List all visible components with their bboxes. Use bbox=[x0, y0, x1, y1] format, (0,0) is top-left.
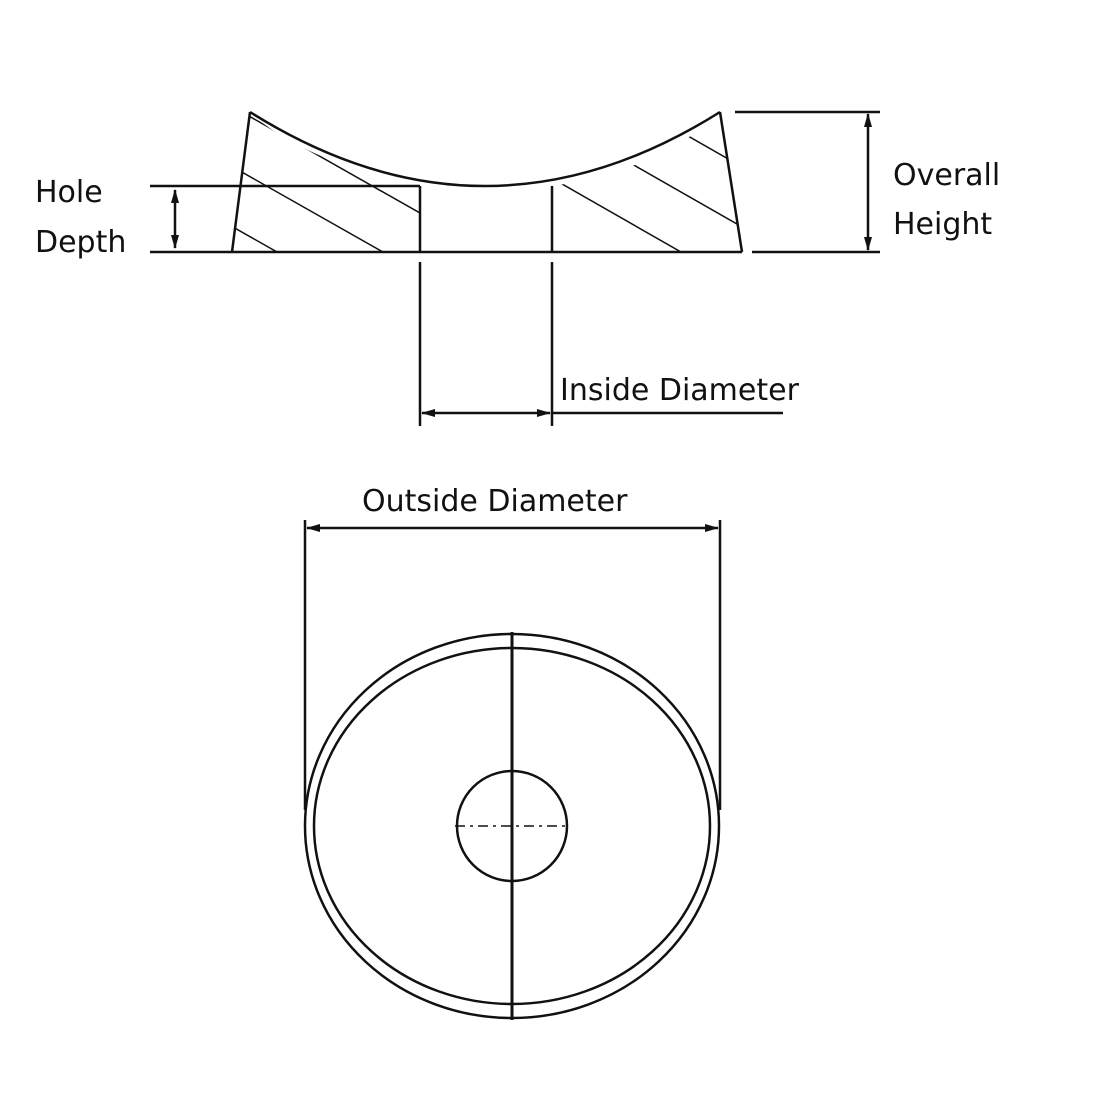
outside-diameter-dimension bbox=[303, 520, 722, 810]
inside-diameter-label: Inside Diameter bbox=[560, 373, 799, 408]
hatching-right bbox=[552, 112, 742, 252]
overall-label: Overall bbox=[893, 158, 1001, 193]
hatching-left bbox=[232, 112, 420, 252]
hole-label: Hole bbox=[35, 175, 103, 210]
plan-view bbox=[303, 632, 721, 1020]
outside-diameter-label: Outside Diameter bbox=[362, 484, 628, 519]
height-label: Height bbox=[893, 207, 993, 242]
concave-top bbox=[249, 110, 721, 188]
section-view bbox=[230, 110, 744, 254]
depth-label: Depth bbox=[35, 225, 127, 260]
inside-diameter-dimension bbox=[418, 262, 783, 426]
hole-depth-dimension bbox=[150, 184, 420, 254]
overall-height-dimension bbox=[735, 110, 880, 254]
